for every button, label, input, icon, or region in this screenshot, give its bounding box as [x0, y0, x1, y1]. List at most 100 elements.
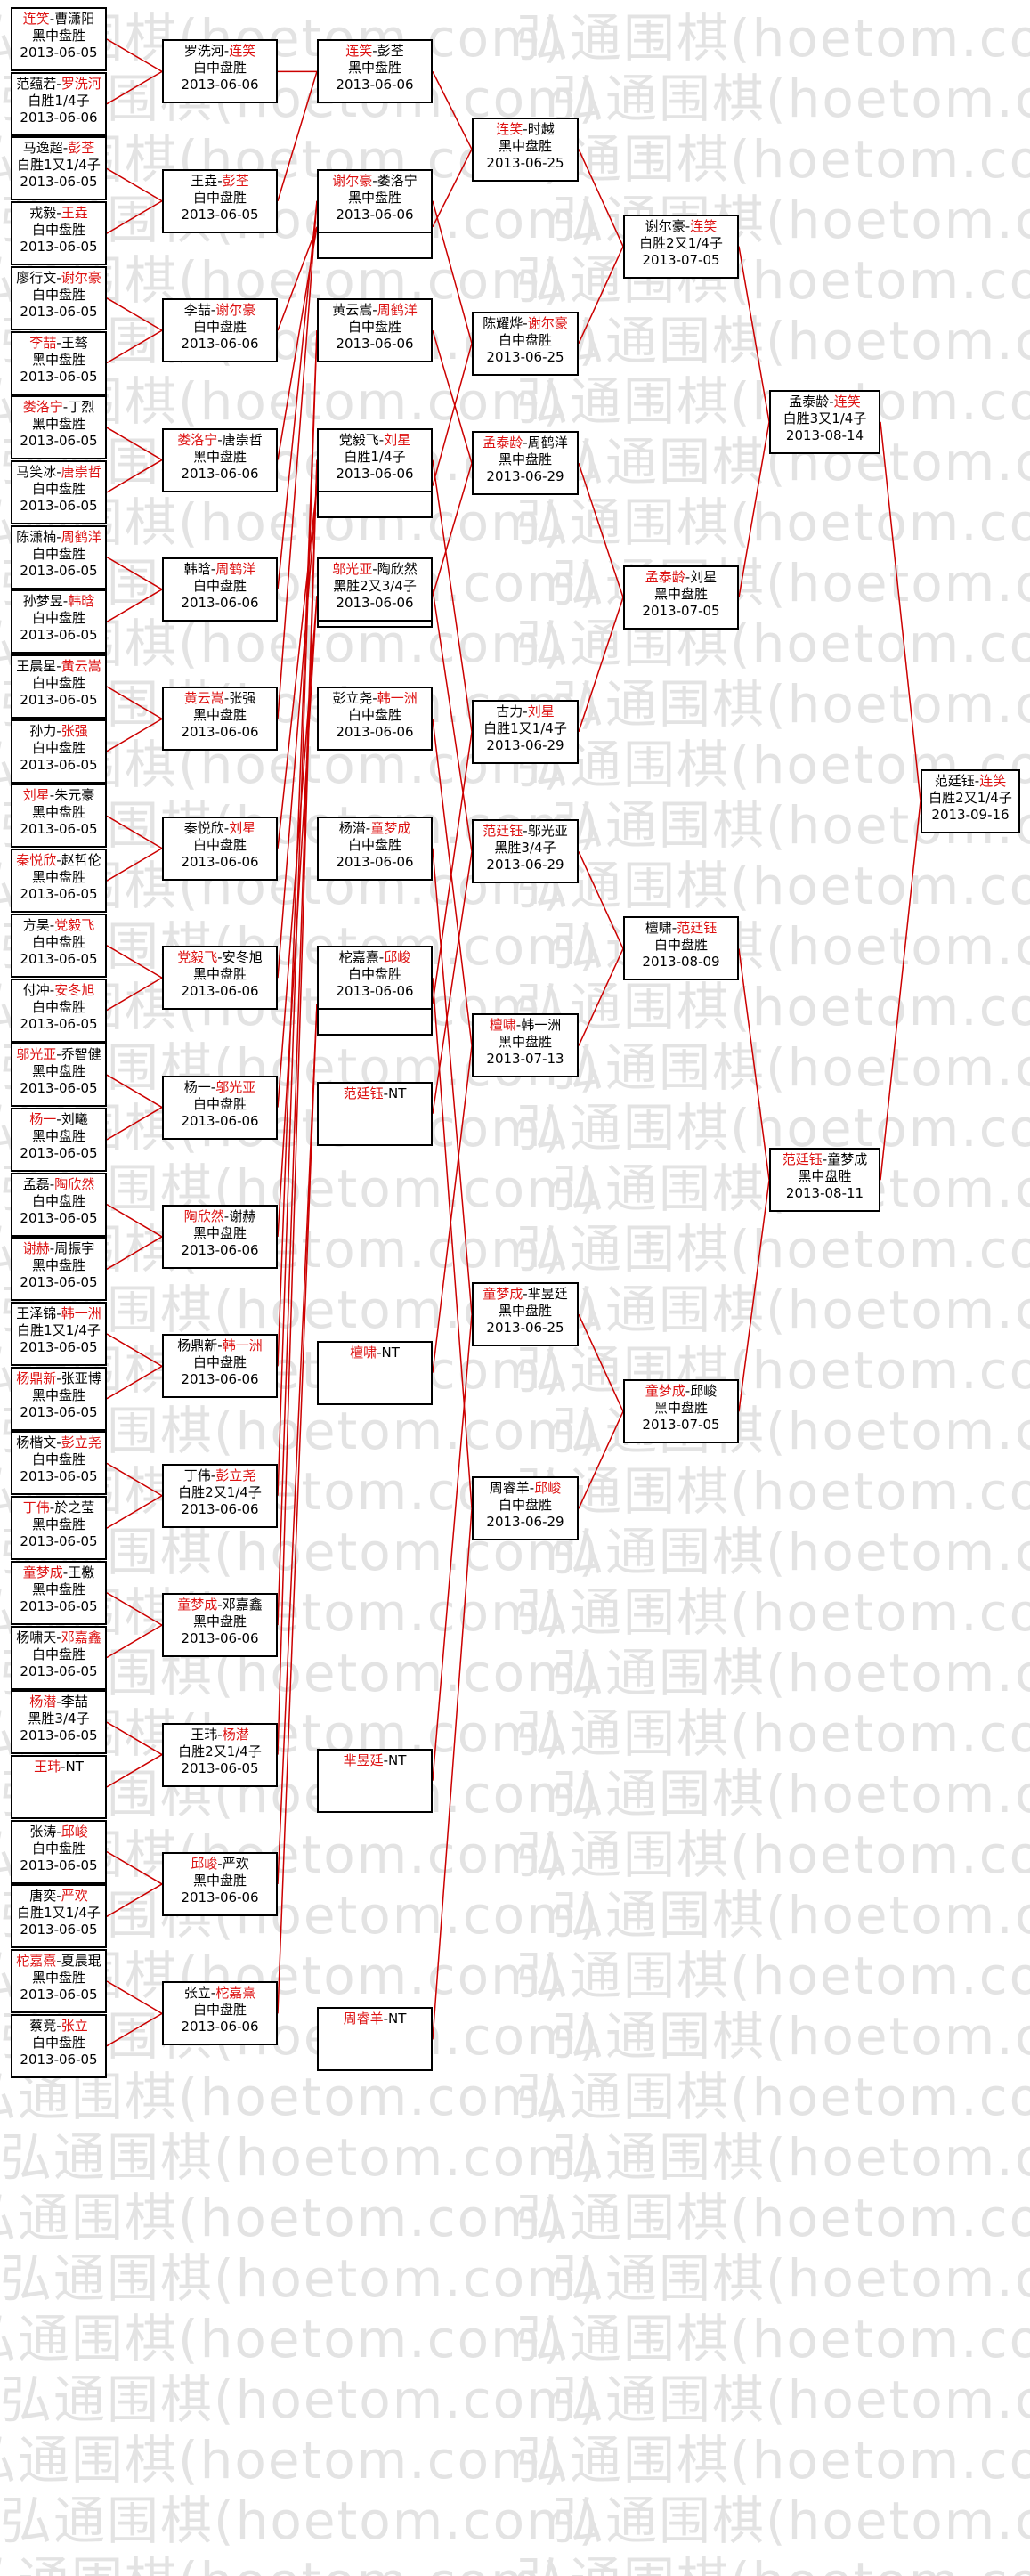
match-players: 檀啸-范廷钰: [625, 920, 737, 937]
versus-dash: -: [523, 314, 528, 331]
player-white: 周鹤洋: [527, 435, 568, 451]
match-players: 丁伟-彭立尧: [164, 1467, 276, 1484]
versus-dash: -: [372, 43, 377, 60]
versus-dash: -: [210, 1985, 216, 2002]
match-date: 2013-06-06: [181, 1630, 259, 1647]
match-players: 谢尔豪-连笑: [625, 218, 737, 235]
match-players: 连笑-时越: [474, 121, 577, 138]
match-result: 白中盘胜: [31, 675, 85, 691]
match-players: 杨鼎新-韩一洲: [164, 1337, 276, 1354]
versus-dash: -: [56, 269, 61, 286]
match-result: 黑中盘胜: [498, 1034, 552, 1051]
match-date: 2013-06-05: [20, 1468, 98, 1485]
match-date: 2013-06-05: [20, 1015, 98, 1032]
versus-dash: -: [56, 658, 61, 674]
match-result: 黑中盘胜: [192, 966, 247, 983]
match-players: 杨潜-童梦成: [319, 820, 431, 837]
match-result: 白中盘胜: [192, 1354, 247, 1371]
versus-dash: -: [56, 1953, 61, 1969]
bracket-connector: [432, 329, 473, 464]
player-black: 童梦成: [483, 1286, 523, 1303]
match-players: 孟泰龄-连笑: [771, 394, 879, 410]
bracket-connector: [277, 200, 318, 590]
player-white: 刘星: [384, 431, 411, 448]
match-result: 白胜1/4子: [344, 448, 406, 465]
match-date: 2013-06-06: [336, 77, 414, 93]
match-result: 黑中盘胜: [498, 1303, 552, 1320]
bracket-connector: [578, 597, 624, 733]
match-result: 白中盘胜: [192, 836, 247, 853]
player-black: 范廷钰: [483, 823, 523, 840]
match-players: 孟泰龄-周鹤洋: [474, 435, 577, 451]
player-white: 彭荃: [377, 43, 404, 60]
match-result: 黑胜2又3/4子: [333, 577, 417, 594]
match-result: 黑胜3/4子: [494, 840, 556, 857]
match-players: 孟磊-陶欣然: [12, 1176, 105, 1193]
player-white: 谢尔豪: [527, 314, 568, 331]
match-players: 孙梦昱-韩晗: [12, 593, 105, 610]
bracket-connector: [106, 686, 163, 719]
match-result: 白中盘胜: [192, 319, 247, 336]
bracket-connector: [432, 731, 473, 1004]
match-result: 白胜1又1/4子: [17, 157, 101, 174]
match-result: 白中盘胜: [31, 739, 85, 756]
match-result: 白中盘胜: [498, 1497, 552, 1514]
match-date: 2013-06-05: [20, 497, 98, 514]
match-date: 2013-06-29: [486, 1514, 564, 1531]
player-white: 杨潜: [222, 1726, 249, 1743]
match-date: 2013-06-06: [20, 109, 98, 126]
match-date: 2013-06-05: [20, 174, 98, 191]
player-white: 时越: [527, 120, 555, 137]
player-white: 韩一洲: [222, 1337, 263, 1354]
player-white: 安冬旭: [222, 949, 263, 966]
player-black: 秦悦欣: [16, 852, 57, 869]
match-players: 檀啸-韩一洲: [474, 1017, 577, 1034]
player-white: 连笑: [979, 772, 1007, 789]
match-players: 付冲-安冬旭: [12, 982, 105, 999]
match-date: 2013-08-14: [785, 427, 864, 443]
player-black: 孙力: [29, 722, 57, 739]
player-black: 马逸超: [22, 140, 63, 157]
player-black: 童梦成: [645, 1383, 685, 1400]
match-players: 党毅飞-刘星: [319, 432, 431, 449]
match-players: 马逸超-彭荃: [12, 140, 105, 157]
bracket-connector: [738, 948, 770, 1181]
player-black: 范廷钰: [782, 1151, 823, 1168]
versus-dash: -: [523, 435, 528, 451]
match-date: 2013-06-05: [20, 1727, 98, 1744]
match-result: 黑中盘胜: [498, 451, 552, 468]
match-players: 刘星-朱元豪: [12, 787, 105, 804]
match-result: 白胜2又1/4子: [929, 789, 1012, 806]
player-white: 陶欣然: [54, 1175, 95, 1192]
versus-dash: -: [829, 393, 834, 410]
bracket-connector: [432, 589, 473, 852]
match-players: 邬光亚-乔智健: [12, 1046, 105, 1063]
match-date: 2013-06-25: [486, 1320, 564, 1337]
match-players: 古力-刘星: [474, 703, 577, 720]
player-black: 黄云嵩: [332, 302, 373, 319]
player-black: 唐奕: [29, 1888, 57, 1905]
bracket-connector: [106, 70, 163, 105]
match-result: 黑胜3/4子: [28, 1711, 90, 1727]
bracket-connector: [277, 330, 318, 1496]
match-date: 2013-06-06: [181, 1500, 259, 1517]
player-black: 周睿羊: [489, 1480, 530, 1497]
match-players: 李喆-谢尔豪: [164, 302, 276, 319]
versus-dash: -: [223, 43, 230, 60]
match-result: 白中盘胜: [31, 2034, 85, 2051]
bracket-connector: [106, 1624, 163, 1659]
player-white: 彭荃: [222, 172, 249, 189]
player-black: 杨潜: [29, 1694, 57, 1711]
